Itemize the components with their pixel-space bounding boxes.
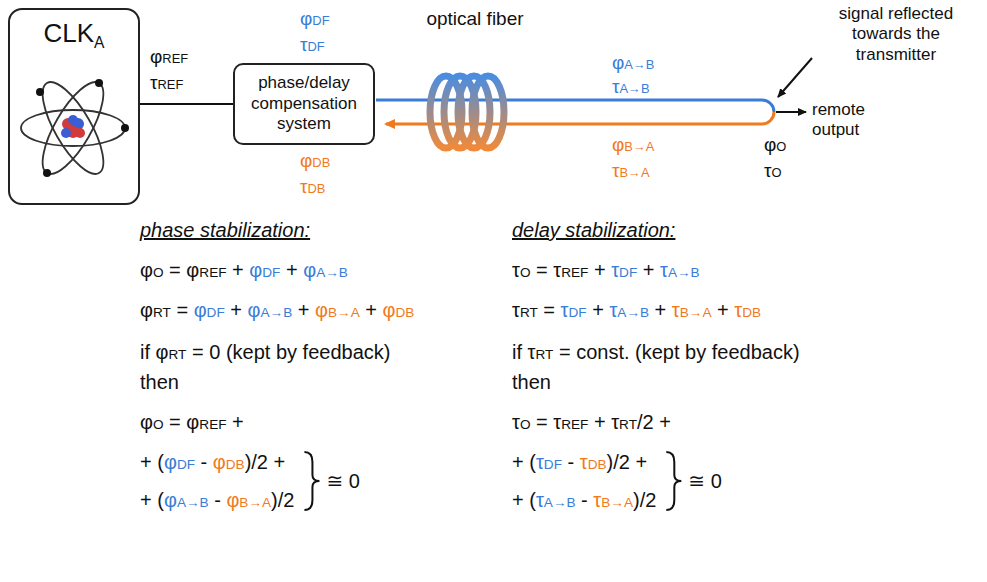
formula-label: φA→B bbox=[612, 52, 654, 75]
clock-box: CLKA bbox=[8, 8, 140, 205]
formula-label: τO = τREF + τRT/2 + bbox=[512, 410, 671, 434]
atom-nucleus bbox=[61, 115, 85, 138]
formula-label: τO bbox=[764, 160, 782, 183]
formula-label: + (τA→B - τB→A)/2 bbox=[512, 488, 656, 512]
formula-label: φB→A bbox=[612, 134, 654, 157]
callout-arrow bbox=[778, 58, 812, 97]
section-heading: delay stabilization: bbox=[512, 218, 675, 242]
formula-label: φREF bbox=[150, 46, 188, 69]
formula-label: then bbox=[140, 370, 179, 394]
formula-label: τDF bbox=[300, 34, 325, 57]
formula-label: ≅ 0 bbox=[688, 469, 721, 493]
formula-label: + (φA→B - φB→A)/2 bbox=[140, 488, 294, 512]
formula-label: + (τDF - τDB)/2 + bbox=[512, 450, 647, 474]
formula-label: if φRT = 0 (kept by feedback) bbox=[140, 340, 390, 364]
formula-label: remote output bbox=[812, 100, 882, 141]
formula-label: then bbox=[512, 370, 551, 394]
brace bbox=[304, 452, 319, 510]
formula-label: τRT = τDF + τA→B + τB→A + τDB bbox=[512, 298, 761, 322]
node-text: phase/delay compensation system bbox=[241, 73, 367, 134]
formula-label: φDF bbox=[300, 8, 330, 31]
formula-label: φO = φREF + bbox=[140, 410, 244, 434]
formula-label: τA→B bbox=[612, 76, 650, 99]
formula-label: optical fiber bbox=[420, 8, 530, 31]
formula-label: signal reflected towards the transmitter bbox=[812, 4, 980, 65]
formula-label: + (φDF - φDB)/2 + bbox=[140, 450, 285, 474]
connector bbox=[140, 103, 233, 105]
fiber-coil bbox=[430, 76, 504, 148]
output-arrow bbox=[776, 111, 806, 113]
atom-electrons bbox=[36, 79, 129, 177]
atom-icon bbox=[21, 74, 125, 182]
formula-label: τB→A bbox=[612, 160, 650, 183]
formula-label: φRT = φDF + φA→B + φB→A + φDB bbox=[140, 298, 414, 322]
formula-label: φDB bbox=[300, 150, 330, 173]
process-box: phase/delay compensation system bbox=[233, 63, 375, 144]
formula-label: φO bbox=[764, 134, 786, 157]
formula-label: φO = φREF + φDF + φA→B bbox=[140, 258, 348, 282]
formula-label: τO = τREF + τDF + τA→B bbox=[512, 258, 700, 282]
node-text: CLKA bbox=[16, 18, 132, 53]
formula-label: ≅ 0 bbox=[326, 469, 359, 493]
formula-label: τREF bbox=[150, 72, 183, 95]
section-heading: phase stabilization: bbox=[140, 218, 310, 242]
brace bbox=[666, 452, 681, 510]
formula-label: τDB bbox=[300, 176, 325, 199]
formula-label: if τRT = const. (kept by feedback) bbox=[512, 340, 800, 364]
forward-signal bbox=[376, 100, 774, 112]
